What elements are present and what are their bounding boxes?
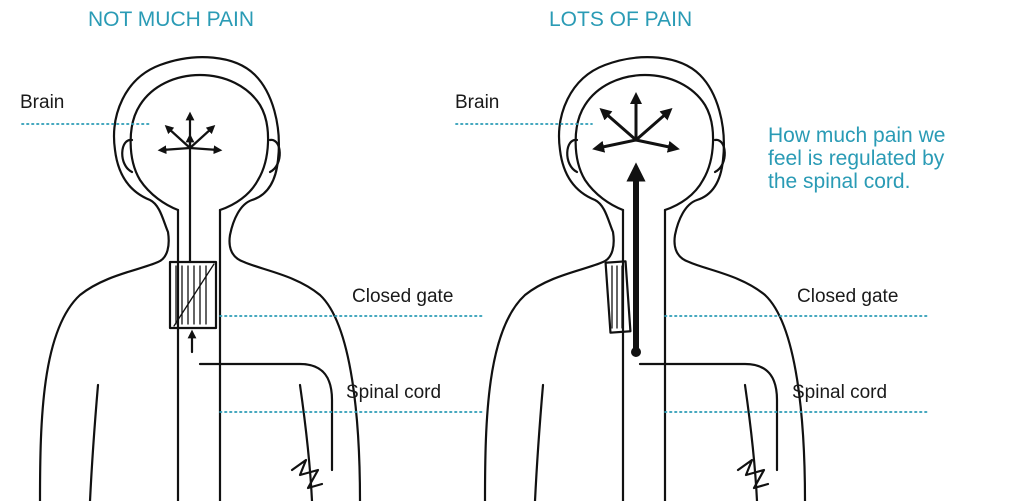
right-gate-box [606,261,631,332]
left-cord-label: Spinal cord [346,382,441,404]
left-gate-hatch [174,264,214,326]
right-nerve [640,364,777,470]
left-arm-inner [90,385,98,501]
right-arm-inner [535,385,543,501]
note-line-2: feel is regulated by [768,147,1008,170]
left-radiating-arrows [162,116,218,150]
right-signal-origin [631,347,641,357]
note-line-3: the spinal cord. [768,170,1008,193]
note-line-1: How much pain we [768,124,1008,147]
right-brain-label: Brain [455,92,499,114]
right-cord-label: Spinal cord [792,382,887,404]
right-radiating-arrows [598,98,674,148]
left-brain-outline [131,75,268,210]
left-brain-label: Brain [20,92,64,114]
right-lightning-icon [738,460,768,488]
left-panel-title: NOT MUCH PAIN [88,8,254,32]
left-gate-label: Closed gate [352,286,453,308]
left-lightning-icon [292,460,322,488]
right-panel-title: LOTS OF PAIN [549,8,692,32]
right-gate-label: Closed gate [797,286,898,308]
right-gate-hatch [612,266,622,328]
explanation-note: How much pain we feel is regulated by th… [768,124,1008,193]
